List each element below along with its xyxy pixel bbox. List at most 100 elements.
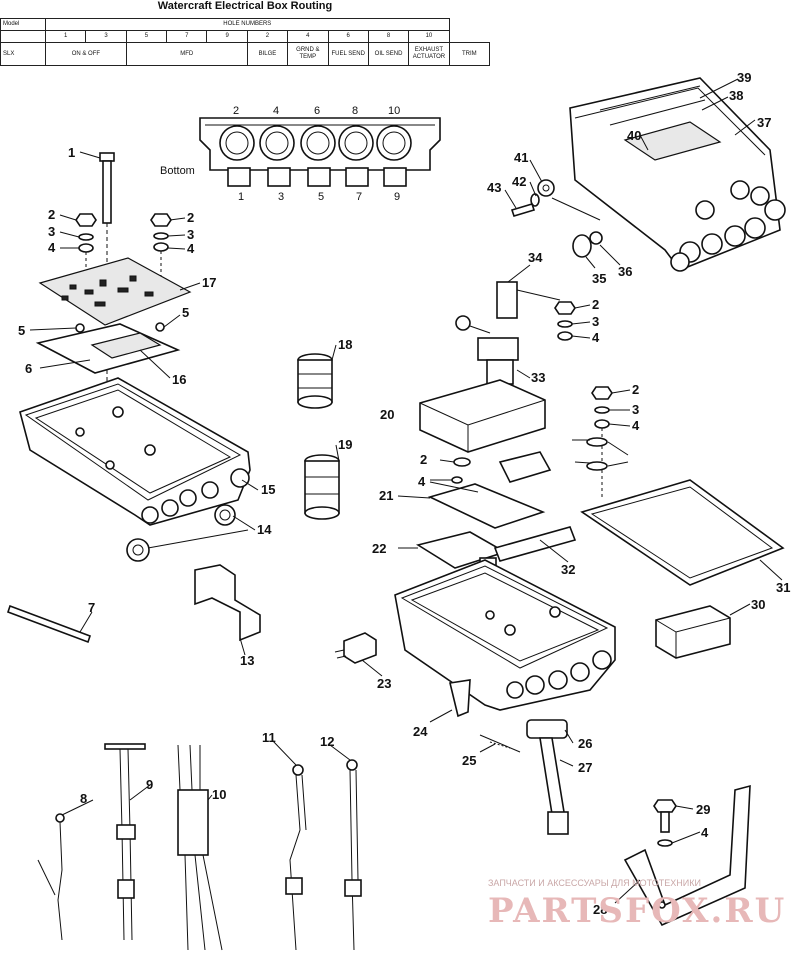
handle-26-27	[526, 719, 569, 835]
hole-number-cell: 4	[287, 30, 329, 44]
callout-labels: 1 2 3 4 2 3 4 17 5 5 6 16 18 19 15 14 7 …	[18, 70, 790, 917]
hole-label: 3	[278, 191, 284, 203]
routing-cell: FUEL SEND	[327, 42, 369, 66]
callout-number: 14	[257, 522, 272, 537]
routing-cell: GRND & TEMP	[287, 42, 329, 66]
callout-number: 2	[48, 207, 55, 222]
hole-label: 10	[388, 105, 400, 117]
callout-number: 30	[751, 597, 765, 612]
callout-number: 2	[632, 382, 639, 397]
callout-number: 22	[372, 541, 386, 556]
callout-number: 33	[531, 370, 545, 385]
clip-24	[449, 679, 471, 718]
model-value-cell: SLX	[0, 42, 46, 66]
harness-10	[177, 744, 223, 951]
callout-number: 4	[701, 825, 709, 840]
grommet-14	[126, 504, 236, 562]
washers-mid	[451, 437, 629, 496]
callout-number: 10	[212, 787, 226, 802]
callout-number: 32	[561, 562, 575, 577]
leader-lines	[29, 78, 783, 904]
routing-cell: TRIM	[448, 42, 491, 66]
gasket-31	[580, 479, 785, 586]
diagram-title: Watercraft Electrical Box Routing	[157, 0, 333, 12]
watermark-caption: ЗАПЧАСТИ И АКСЕССУАРЫ ДЛЯ МОТОТЕХНИКИ	[488, 878, 701, 888]
callout-number: 5	[18, 323, 25, 338]
hole-routing-table: Model HOLE NUMBERS 1 3 5 7 9 2 4 6 8 10 …	[0, 17, 491, 66]
fasteners-41-42-43	[510, 179, 601, 221]
callout-number: 21	[379, 488, 393, 503]
callout-number: 2	[187, 210, 194, 225]
wire-25	[479, 734, 521, 753]
callout-number: 31	[776, 580, 790, 595]
callout-number: 43	[487, 180, 501, 195]
routing-cell: BILGE	[246, 42, 289, 66]
hole-number-cell: 10	[408, 30, 450, 44]
hole-label: 1	[238, 191, 244, 203]
callout-number: 25	[462, 753, 476, 768]
hole-number-cell: 6	[327, 30, 369, 44]
bundle-18	[297, 353, 333, 409]
callout-number: 9	[146, 777, 153, 792]
callout-number: 7	[88, 600, 95, 615]
model-header-cell: Model	[0, 17, 46, 32]
bottom-view: Bottom 2 4 6 8 10 1 3 5 7 9	[160, 105, 441, 203]
module-30	[655, 605, 731, 659]
callout-number: 16	[172, 372, 186, 387]
hole-label: 6	[314, 105, 320, 117]
strap-7	[6, 604, 92, 644]
bottom-label: Bottom	[160, 165, 195, 177]
callout-number: 4	[418, 474, 426, 489]
circuit-board-17	[38, 257, 192, 333]
callout-number: 3	[592, 314, 599, 329]
plate-21	[427, 451, 552, 529]
callout-number: 4	[187, 241, 195, 256]
callout-number: 41	[514, 150, 528, 165]
callout-number: 34	[528, 250, 543, 265]
callout-number: 5	[182, 305, 189, 320]
module-20	[419, 379, 546, 453]
callout-number: 40	[627, 128, 641, 143]
callout-number: 2	[420, 452, 427, 467]
hole-label: 9	[394, 191, 400, 203]
callout-number: 27	[578, 760, 592, 775]
nut-washer-stack-left	[75, 213, 172, 280]
callout-number: 26	[578, 736, 592, 751]
callout-number: 42	[512, 174, 526, 189]
relay-23	[334, 632, 377, 664]
callout-number: 3	[187, 227, 194, 242]
callout-number: 12	[320, 734, 334, 749]
callout-number: 35	[592, 271, 606, 286]
callout-number: 36	[618, 264, 632, 279]
watermark: ЗАПЧАСТИ И АКСЕССУАРЫ ДЛЯ МОТОТЕХНИКИ PA…	[488, 878, 784, 931]
wire-11	[285, 764, 307, 951]
hole-label: 2	[233, 105, 239, 117]
callout-number: 23	[377, 676, 391, 691]
callout-number: 38	[729, 88, 743, 103]
electrical-box-upper	[569, 77, 786, 272]
electrical-box-lower	[19, 377, 251, 526]
bulb-35-36	[572, 231, 603, 258]
callout-number: 11	[262, 730, 276, 745]
callout-number: 8	[80, 791, 87, 806]
callout-number: 19	[338, 437, 352, 452]
callout-number: 28	[593, 902, 607, 917]
callout-number: 15	[261, 482, 275, 497]
callout-number: 20	[380, 407, 394, 422]
wire-12	[344, 759, 362, 951]
wire-8	[37, 813, 65, 941]
bundle-19	[304, 454, 340, 520]
hole-numbers-header-cell: HOLE NUMBERS	[45, 17, 450, 32]
callout-number: 2	[592, 297, 599, 312]
callout-number: 29	[696, 802, 710, 817]
bracket-28	[623, 784, 751, 927]
plate-6-16	[35, 323, 181, 374]
callout-number: 4	[48, 240, 56, 255]
hole-label: 8	[352, 105, 358, 117]
bolt-29	[653, 799, 677, 847]
hole-label: 5	[318, 191, 324, 203]
electrical-box-right-lower	[394, 559, 616, 711]
callout-number: 13	[240, 653, 254, 668]
callout-number: 39	[737, 70, 751, 85]
